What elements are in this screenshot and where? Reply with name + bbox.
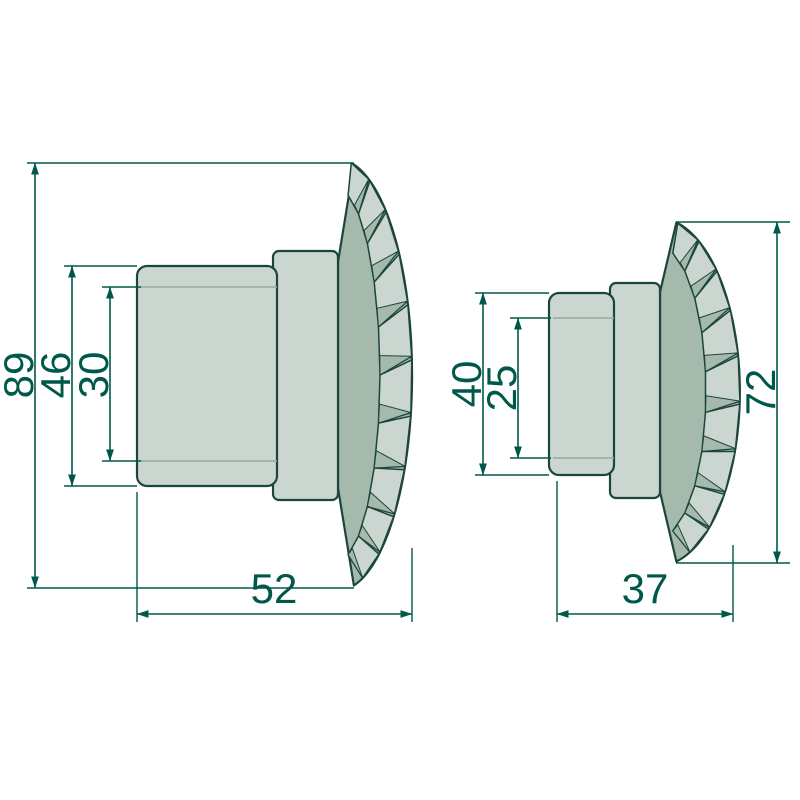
gear-tooth-facet (705, 395, 741, 413)
dim-label-left-hub-length: 46 (32, 352, 79, 399)
dim-label-left-bore-length: 30 (70, 352, 117, 399)
gear-tooth-facet (354, 178, 370, 215)
dim-label-left-width: 52 (251, 565, 298, 612)
gear-tooth-facet (366, 491, 395, 515)
dim-label-right-hub-length: 40 (443, 361, 490, 408)
dim-label-left-total-height: 89 (0, 352, 42, 399)
dim-label-right-bore-length: 25 (478, 365, 525, 412)
dim-label-right-width: 37 (622, 565, 669, 612)
gear-tooth-facet (379, 355, 413, 376)
gear-tooth-facet (701, 435, 736, 452)
left-gear-drawing (135, 162, 414, 587)
dim-label-right-total-height: 72 (737, 369, 784, 416)
gear-tooth-facet (690, 268, 717, 299)
gear-rim (271, 249, 340, 502)
gear-tooth-facet (698, 307, 731, 334)
gear-tooth-facet (378, 403, 412, 424)
gear-tooth-facet (376, 300, 408, 328)
gear-tooth-facet (684, 502, 711, 528)
gear-hub (135, 264, 279, 488)
gear-hub (547, 291, 616, 477)
gear-tooth-facet (371, 250, 399, 283)
gear-tooth-facet (679, 239, 699, 272)
gear-tooth-facet (363, 209, 386, 244)
gear-tooth-facet (347, 548, 364, 579)
gear-tooth-facet (704, 352, 739, 373)
gear-tooth-facet (672, 524, 691, 553)
right-gear-drawing (547, 221, 741, 563)
dimension-annotations: 89 46 30 52 40 25 72 37 (0, 162, 790, 622)
gear-tooth-facet (694, 472, 726, 493)
gear-tooth-facet (358, 525, 381, 553)
gear-rim (608, 281, 662, 500)
gear-tooth-facet (373, 450, 406, 469)
